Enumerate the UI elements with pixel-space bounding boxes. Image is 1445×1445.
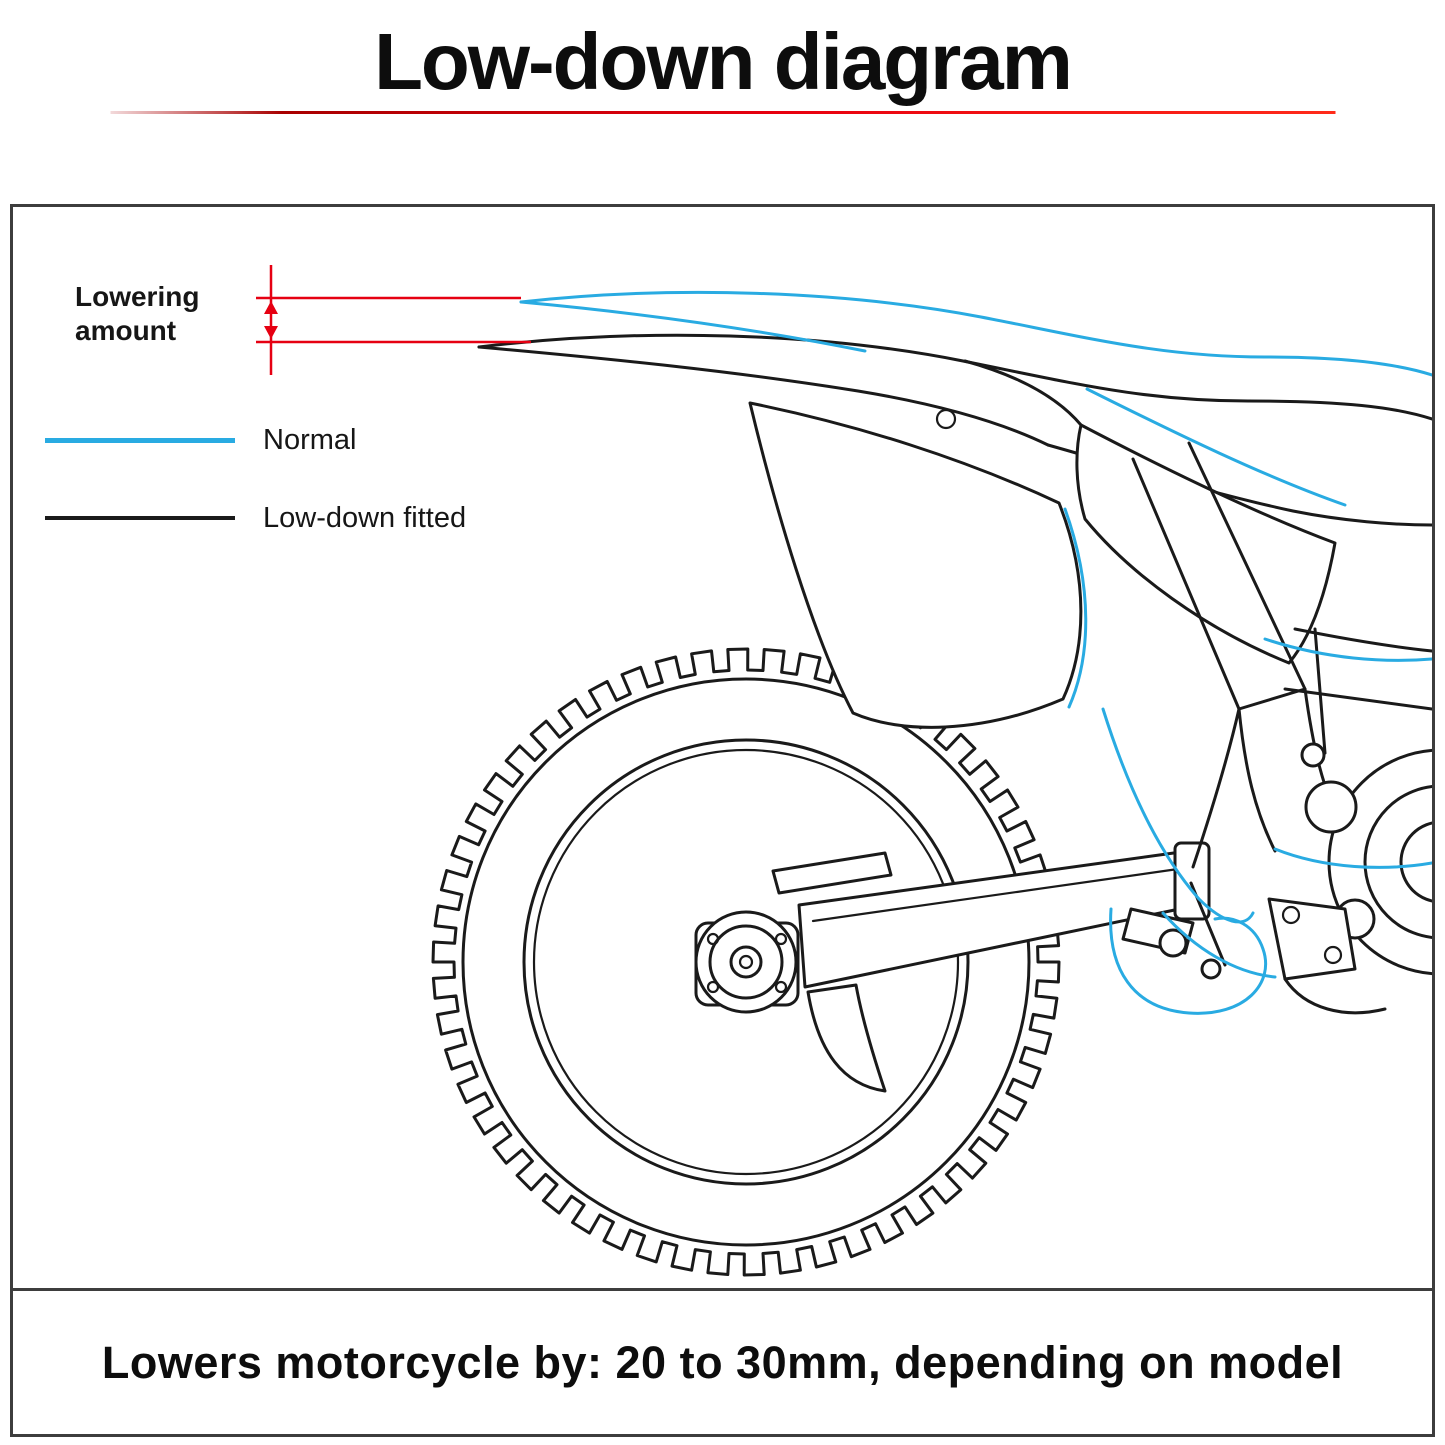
engine-bolt-small [1300, 742, 1326, 768]
engine-case-mid [1363, 785, 1432, 939]
hub-bolt-3 [706, 980, 720, 994]
panel-bolt [935, 408, 957, 430]
side-number-plate [748, 401, 1083, 729]
normal-line-swatch [45, 437, 235, 443]
dimension-arrowheads [264, 301, 278, 339]
legend-label-lowdown: Low-down fitted [263, 501, 467, 534]
hub-mid [708, 924, 784, 1000]
caption-text: Lowers motorcycle by: 20 to 30mm, depend… [101, 1336, 1344, 1388]
lowering-label-line1: Lowering [75, 281, 200, 312]
motorcycle-diagram [256, 265, 1432, 1277]
lowering-dimension [256, 265, 531, 375]
frame-down-1 [1237, 707, 1277, 853]
wheel-hub [694, 910, 800, 1014]
lowering-label-line2: amount [75, 315, 177, 346]
legend-label-normal: Normal [263, 423, 357, 456]
frame-cross [1237, 687, 1307, 711]
bracket-lower-line [1283, 977, 1387, 1015]
lowered-position-outline [477, 333, 1432, 1015]
hub-bolt-2 [774, 932, 788, 946]
rim-inner [532, 748, 960, 1176]
page-title: Low-down diagram [374, 17, 1073, 106]
engine-line-normal-bottom [1273, 847, 1432, 869]
axle-nut [729, 945, 763, 979]
shock-strut [1191, 707, 1241, 869]
panel-edge-normal [1063, 507, 1088, 709]
engine-vert-line [1313, 627, 1327, 755]
seat-bottom-line-normal [519, 300, 867, 353]
frame-tube-2 [1187, 441, 1307, 691]
hub-bolt-1 [706, 932, 720, 946]
arrow-down-icon [264, 326, 278, 339]
frame-tube-1 [1131, 457, 1241, 711]
fender-join-line [963, 359, 1083, 427]
linkage-outline-normal [1109, 907, 1268, 1015]
footpeg-bracket [1267, 897, 1357, 981]
swingarm-tip-normal [1161, 911, 1277, 979]
caption-bar: Lowers motorcycle by: 20 to 30mm, depend… [13, 1288, 1432, 1434]
engine-bolt-large [1304, 780, 1358, 834]
diagram-area: Lowering amount Normal Low-down fitted [13, 207, 1432, 1288]
engine-line-mid [1283, 687, 1432, 711]
engine-line-normal-top [1263, 637, 1432, 662]
seat-top-line-normal [519, 290, 1432, 377]
tail-line-normal [1085, 387, 1347, 507]
title-underline [110, 111, 1335, 114]
bracket-bolt-2 [1323, 945, 1343, 965]
mud-scoop [806, 983, 887, 1093]
arrow-up-icon [264, 301, 278, 314]
legend-item-normal: Normal [45, 423, 356, 457]
linkage-pivot-1 [1158, 928, 1188, 958]
swingarm-inner-line [811, 867, 1180, 923]
swingarm-pivot [1173, 841, 1211, 921]
rim-outer [522, 738, 970, 1186]
hub-bolt-4 [774, 980, 788, 994]
legend-item-lowdown: Low-down fitted [45, 501, 466, 535]
lowering-amount-label: Lowering amount [75, 280, 199, 348]
normal-position-outline [519, 290, 1432, 1015]
linkage-pivot-2 [1200, 958, 1222, 980]
bracket-bolt-1 [1281, 905, 1301, 925]
seat-top-line-lowered [477, 333, 1432, 421]
axle-center [738, 954, 754, 970]
chain-slider [771, 851, 893, 895]
engine-line-top [1293, 627, 1432, 653]
engine-case-inner [1399, 821, 1432, 903]
tire-sidewall [461, 677, 1031, 1247]
seat-bottom-line [477, 345, 1050, 447]
swingarm [771, 841, 1211, 1093]
lowdown-line-swatch [45, 516, 235, 520]
diagram-panel: Lowering amount Normal Low-down fitted L… [10, 204, 1435, 1437]
